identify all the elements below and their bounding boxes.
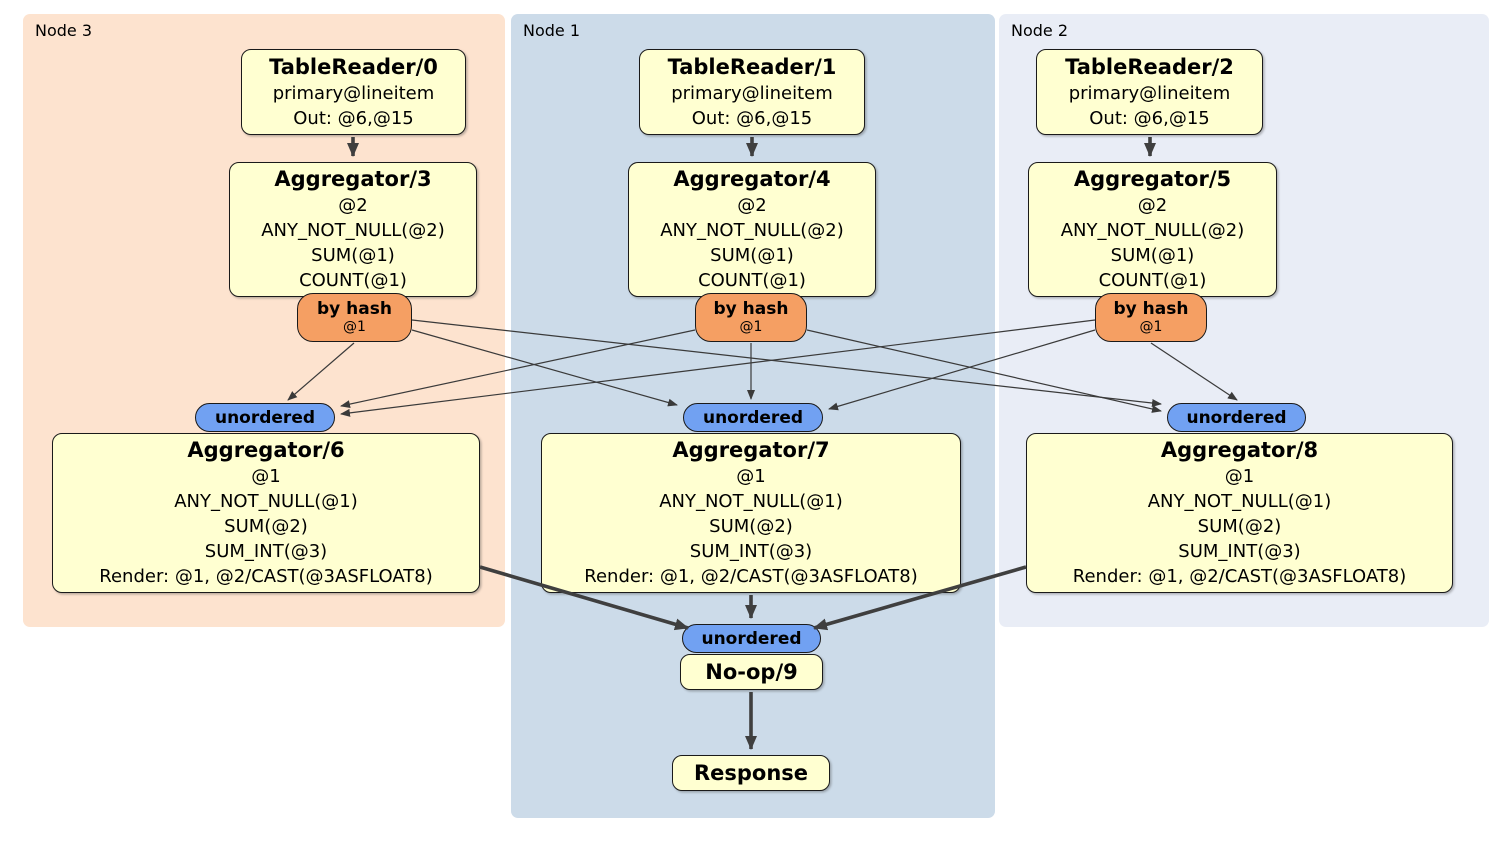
processor-detail: primary@lineitem [1068,82,1231,104]
processor-detail: SUM_INT(@3) [689,541,813,562]
processor-aggregator-6: Aggregator/6 @1 ANY_NOT_NULL(@1) SUM(@2)… [52,433,480,593]
processor-detail: SUM(@1) [311,245,395,266]
processor-detail: @2 [737,195,767,216]
router-title: by hash [317,299,392,319]
sync-unordered-node3: unordered [195,403,335,432]
processor-title: TableReader/0 [269,54,438,79]
sync-label: unordered [214,407,316,428]
processor-title: Aggregator/8 [1160,438,1319,462]
sync-unordered-node2: unordered [1167,403,1306,432]
processor-aggregator-3: Aggregator/3 @2 ANY_NOT_NULL(@2) SUM(@1)… [229,162,477,297]
processor-detail: primary@lineitem [272,82,435,104]
processor-detail: @2 [338,195,368,216]
region-node-3-label: Node 3 [35,21,93,40]
processor-detail: Out: @6,@15 [293,107,414,129]
processor-title: Aggregator/7 [672,438,830,462]
processor-detail: ANY_NOT_NULL(@1) [659,491,843,512]
processor-detail: COUNT(@1) [1098,270,1207,291]
router-title: by hash [713,299,789,319]
processor-title: Aggregator/4 [673,167,831,191]
processor-detail: @1 [736,466,766,487]
processor-detail: COUNT(@1) [299,270,407,291]
processor-detail: Out: @6,@15 [691,107,813,129]
router-columns: @1 [1139,319,1163,335]
router-columns: @1 [739,319,763,335]
processor-detail: Render: @1, @2/CAST(@3ASFLOAT8) [1072,566,1407,587]
processor-detail: @2 [1137,195,1168,216]
processor-detail: Render: @1, @2/CAST(@3ASFLOAT8) [99,566,433,587]
processor-title: Aggregator/3 [274,167,432,191]
processor-detail: ANY_NOT_NULL(@1) [1147,491,1332,512]
region-node-2-label: Node 2 [1011,21,1069,40]
processor-aggregator-4: Aggregator/4 @2 ANY_NOT_NULL(@2) SUM(@1)… [628,162,876,297]
processor-title: Aggregator/5 [1073,167,1232,191]
processor-detail: SUM(@1) [710,245,794,266]
sync-label: unordered [701,628,802,649]
router-by-hash-node2: by hash @1 [1095,293,1207,342]
sync-unordered-final: unordered [682,624,821,653]
processor-aggregator-7: Aggregator/7 @1 ANY_NOT_NULL(@1) SUM(@2)… [541,433,961,593]
processor-detail: SUM(@1) [1110,245,1195,266]
router-by-hash-node3: by hash @1 [297,293,412,342]
processor-noop-9: No-op/9 [680,654,823,690]
router-title: by hash [1113,299,1189,319]
processor-detail: SUM(@2) [709,516,793,537]
sync-label: unordered [1186,407,1287,428]
sync-unordered-node1: unordered [683,403,823,432]
processor-tablereader-2: TableReader/2 primary@lineitem Out: @6,@… [1036,49,1263,135]
sync-label: unordered [702,407,804,428]
processor-title: No-op/9 [705,659,798,684]
processor-tablereader-1: TableReader/1 primary@lineitem Out: @6,@… [639,49,865,135]
processor-detail: Render: @1, @2/CAST(@3ASFLOAT8) [584,566,918,587]
processor-aggregator-8: Aggregator/8 @1 ANY_NOT_NULL(@1) SUM(@2)… [1026,433,1453,593]
processor-aggregator-5: Aggregator/5 @2 ANY_NOT_NULL(@2) SUM(@1)… [1028,162,1277,297]
processor-detail: SUM(@2) [224,516,308,537]
processor-title: Response [693,760,809,785]
processor-title: TableReader/2 [1065,54,1234,79]
processor-detail: @1 [1224,466,1255,487]
processor-detail: SUM_INT(@3) [204,541,328,562]
processor-detail: SUM(@2) [1197,516,1282,537]
processor-detail: Out: @6,@15 [1089,107,1210,129]
processor-title: TableReader/1 [667,54,837,79]
region-node-1-label: Node 1 [523,21,581,40]
processor-detail: COUNT(@1) [698,270,806,291]
processor-detail: @1 [251,466,281,487]
processor-detail: ANY_NOT_NULL(@1) [174,491,358,512]
processor-detail: ANY_NOT_NULL(@2) [261,220,445,241]
router-columns: @1 [343,319,366,335]
processor-tablereader-0: TableReader/0 primary@lineitem Out: @6,@… [241,49,466,135]
processor-detail: ANY_NOT_NULL(@2) [1060,220,1245,241]
router-by-hash-node1: by hash @1 [695,293,807,342]
response-node: Response [672,755,830,791]
processor-detail: primary@lineitem [671,82,833,104]
processor-title: Aggregator/6 [187,438,345,462]
processor-detail: SUM_INT(@3) [1178,541,1301,562]
processor-detail: ANY_NOT_NULL(@2) [660,220,844,241]
